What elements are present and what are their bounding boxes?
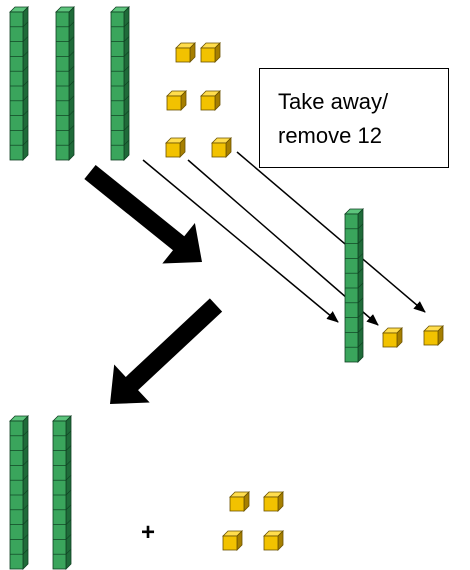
- ten-rod-icon: [9, 6, 29, 161]
- unit-cube-icon: [211, 137, 232, 158]
- unit-cube-icon: [229, 491, 250, 512]
- thin-arrow-icon: [236, 151, 426, 313]
- take-away-note: Take away/ remove 12: [259, 68, 449, 168]
- removed-unit-cube-icon: [382, 327, 403, 348]
- note-line-2: remove 12: [278, 123, 382, 148]
- unit-cube-icon: [165, 137, 186, 158]
- ten-rod-icon: [55, 6, 75, 161]
- ten-rod-icon: [9, 415, 29, 570]
- unit-cube-icon: [200, 90, 221, 111]
- thin-arrow-icon: [142, 159, 339, 323]
- unit-cube-icon: [263, 530, 284, 551]
- unit-cube-icon: [200, 42, 221, 63]
- unit-cube-icon: [222, 530, 243, 551]
- thick-arrow-icon: [84, 164, 202, 264]
- plus-sign: +: [141, 519, 156, 546]
- removed-ten-rod-icon: [344, 208, 364, 363]
- unit-cube-icon: [166, 90, 187, 111]
- ten-rod-icon: [110, 6, 130, 161]
- removed-unit-cube-icon: [423, 325, 444, 346]
- note-line-1: Take away/: [278, 89, 389, 114]
- ten-rod-icon: [52, 415, 72, 570]
- unit-cube-icon: [263, 491, 284, 512]
- unit-cube-icon: [175, 42, 196, 63]
- thick-arrow-icon: [110, 298, 223, 404]
